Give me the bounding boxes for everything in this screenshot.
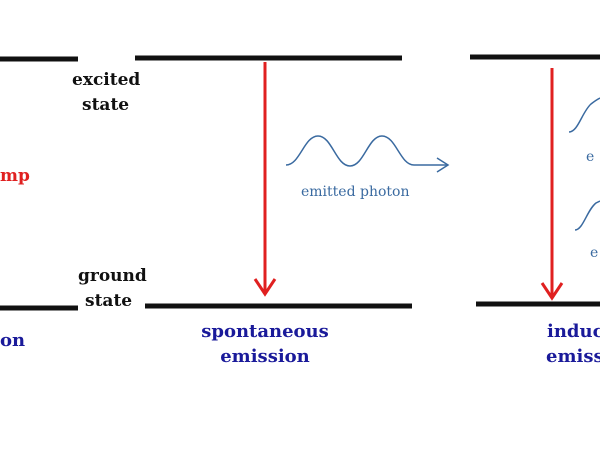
spontaneous-emission-label-line2: emission — [220, 346, 310, 367]
right-photon-label-fragment-2: e — [590, 245, 598, 261]
excited-state-label-line1: excited — [72, 70, 140, 90]
emitted-photon-wave — [285, 135, 450, 173]
spontaneous-emission-label-line1: spontaneous — [201, 321, 329, 342]
right-photon-label-fragment-1: e — [586, 149, 594, 165]
ground-state-label-line2: state — [85, 291, 132, 311]
right-photon-wave-1 — [568, 97, 600, 133]
right-photon-wave-2 — [574, 200, 600, 231]
excited-state-label-line2: state — [82, 95, 129, 115]
left-caption-fragment: on — [0, 330, 25, 351]
emitted-photon-label: emitted photon — [301, 184, 409, 200]
spontaneous-transition-arrow — [253, 62, 277, 297]
ground-state-label-line1: ground — [78, 266, 147, 286]
induced-emission-label-line1: induc — [547, 321, 600, 342]
induced-transition-arrow — [540, 68, 564, 301]
induced-emission-label-line2: emiss — [546, 346, 600, 367]
pump-label-fragment: mp — [0, 166, 30, 186]
